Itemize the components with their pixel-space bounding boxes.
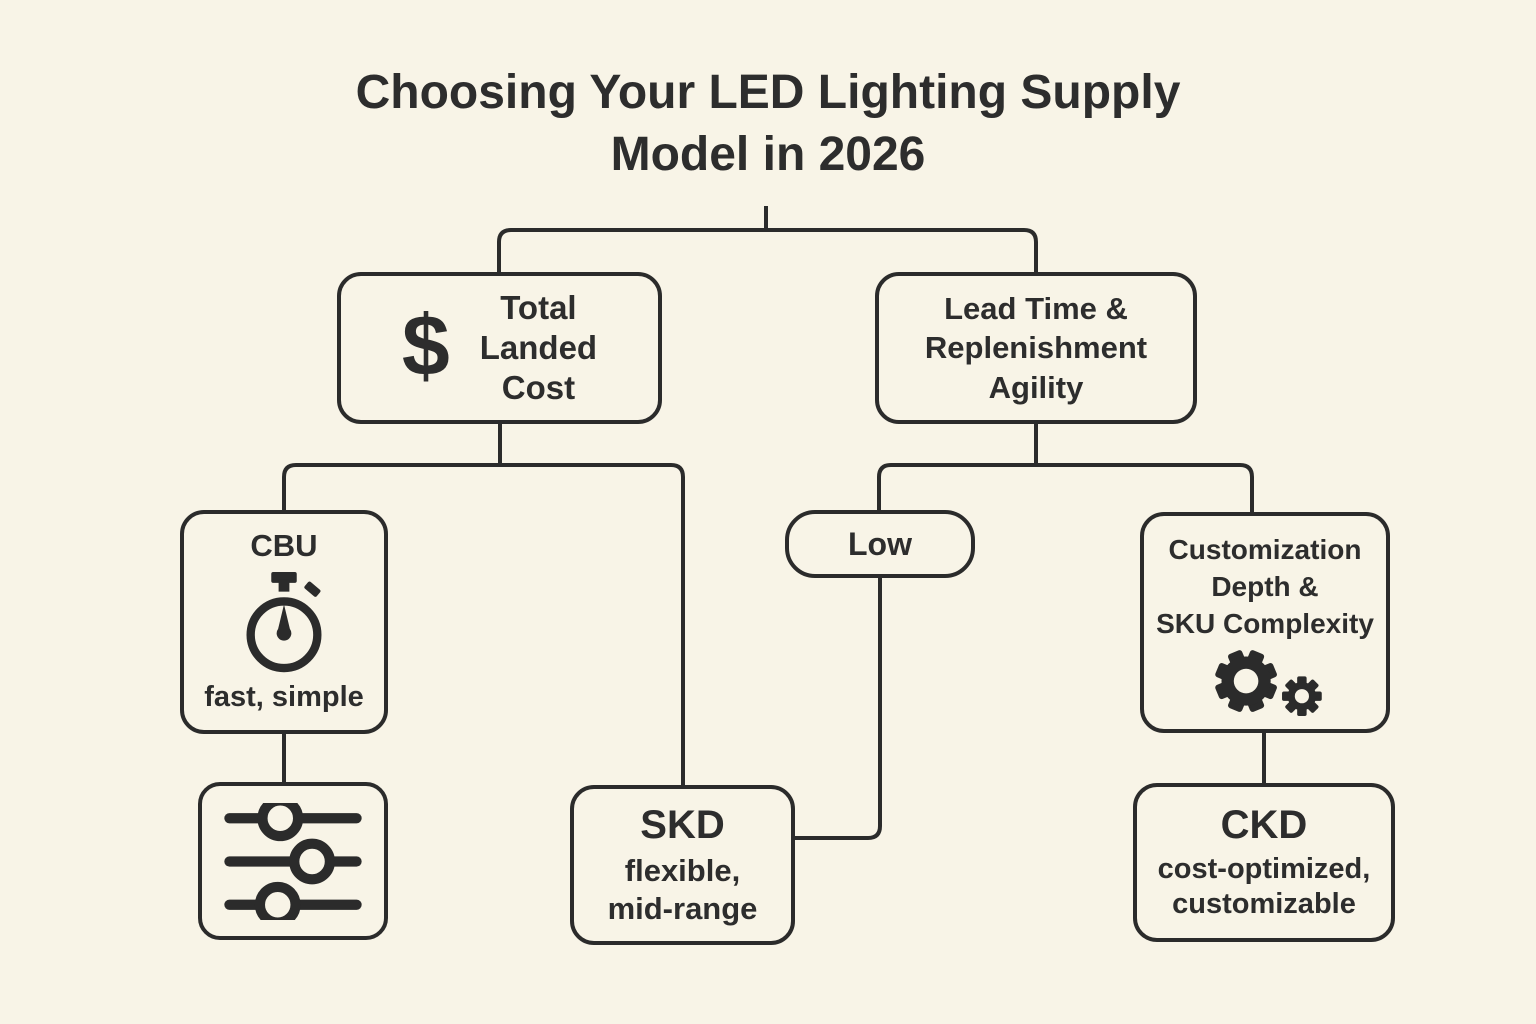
sliders-icon bbox=[224, 802, 362, 920]
node-skd-subtitle: flexible, mid-range bbox=[607, 853, 758, 926]
node-customization: Customization Depth & SKU Complexity bbox=[1140, 512, 1390, 733]
node-cbu-subtitle: fast, simple bbox=[204, 681, 364, 713]
node-ckd-title: CKD bbox=[1220, 803, 1308, 848]
node-adjusters bbox=[198, 782, 388, 940]
node-total-landed-cost-label: Total Landed Cost bbox=[479, 288, 598, 407]
node-low-label: Low bbox=[848, 525, 912, 562]
node-skd-title: SKD bbox=[640, 803, 725, 848]
node-ckd: CKD cost-optimized, customizable bbox=[1133, 783, 1395, 942]
node-cbu-title: CBU bbox=[250, 528, 318, 563]
connector-lt-branch bbox=[877, 463, 1254, 513]
stopwatch-icon bbox=[246, 571, 322, 672]
connector-top-split bbox=[497, 228, 1038, 272]
connector-tlc-branch bbox=[282, 463, 685, 786]
page-title: Choosing Your LED Lighting Supply Model … bbox=[355, 66, 1181, 182]
node-lead-time: Lead Time & Replenishment Agility bbox=[875, 272, 1197, 424]
node-lead-time-label: Lead Time & Replenishment Agility bbox=[924, 291, 1148, 405]
dollar-icon: $ bbox=[401, 298, 450, 394]
node-total-landed-cost: $ Total Landed Cost bbox=[337, 272, 662, 424]
node-customization-label: Customization Depth & SKU Complexity bbox=[1156, 534, 1374, 639]
node-low: Low bbox=[785, 510, 975, 578]
gears-icon bbox=[1215, 650, 1322, 717]
node-ckd-subtitle: cost-optimized, customizable bbox=[1157, 853, 1371, 920]
node-skd: SKD flexible, mid-range bbox=[570, 785, 795, 945]
node-cbu: CBU fast, simple bbox=[180, 510, 388, 734]
connector-low-skd bbox=[794, 577, 882, 840]
